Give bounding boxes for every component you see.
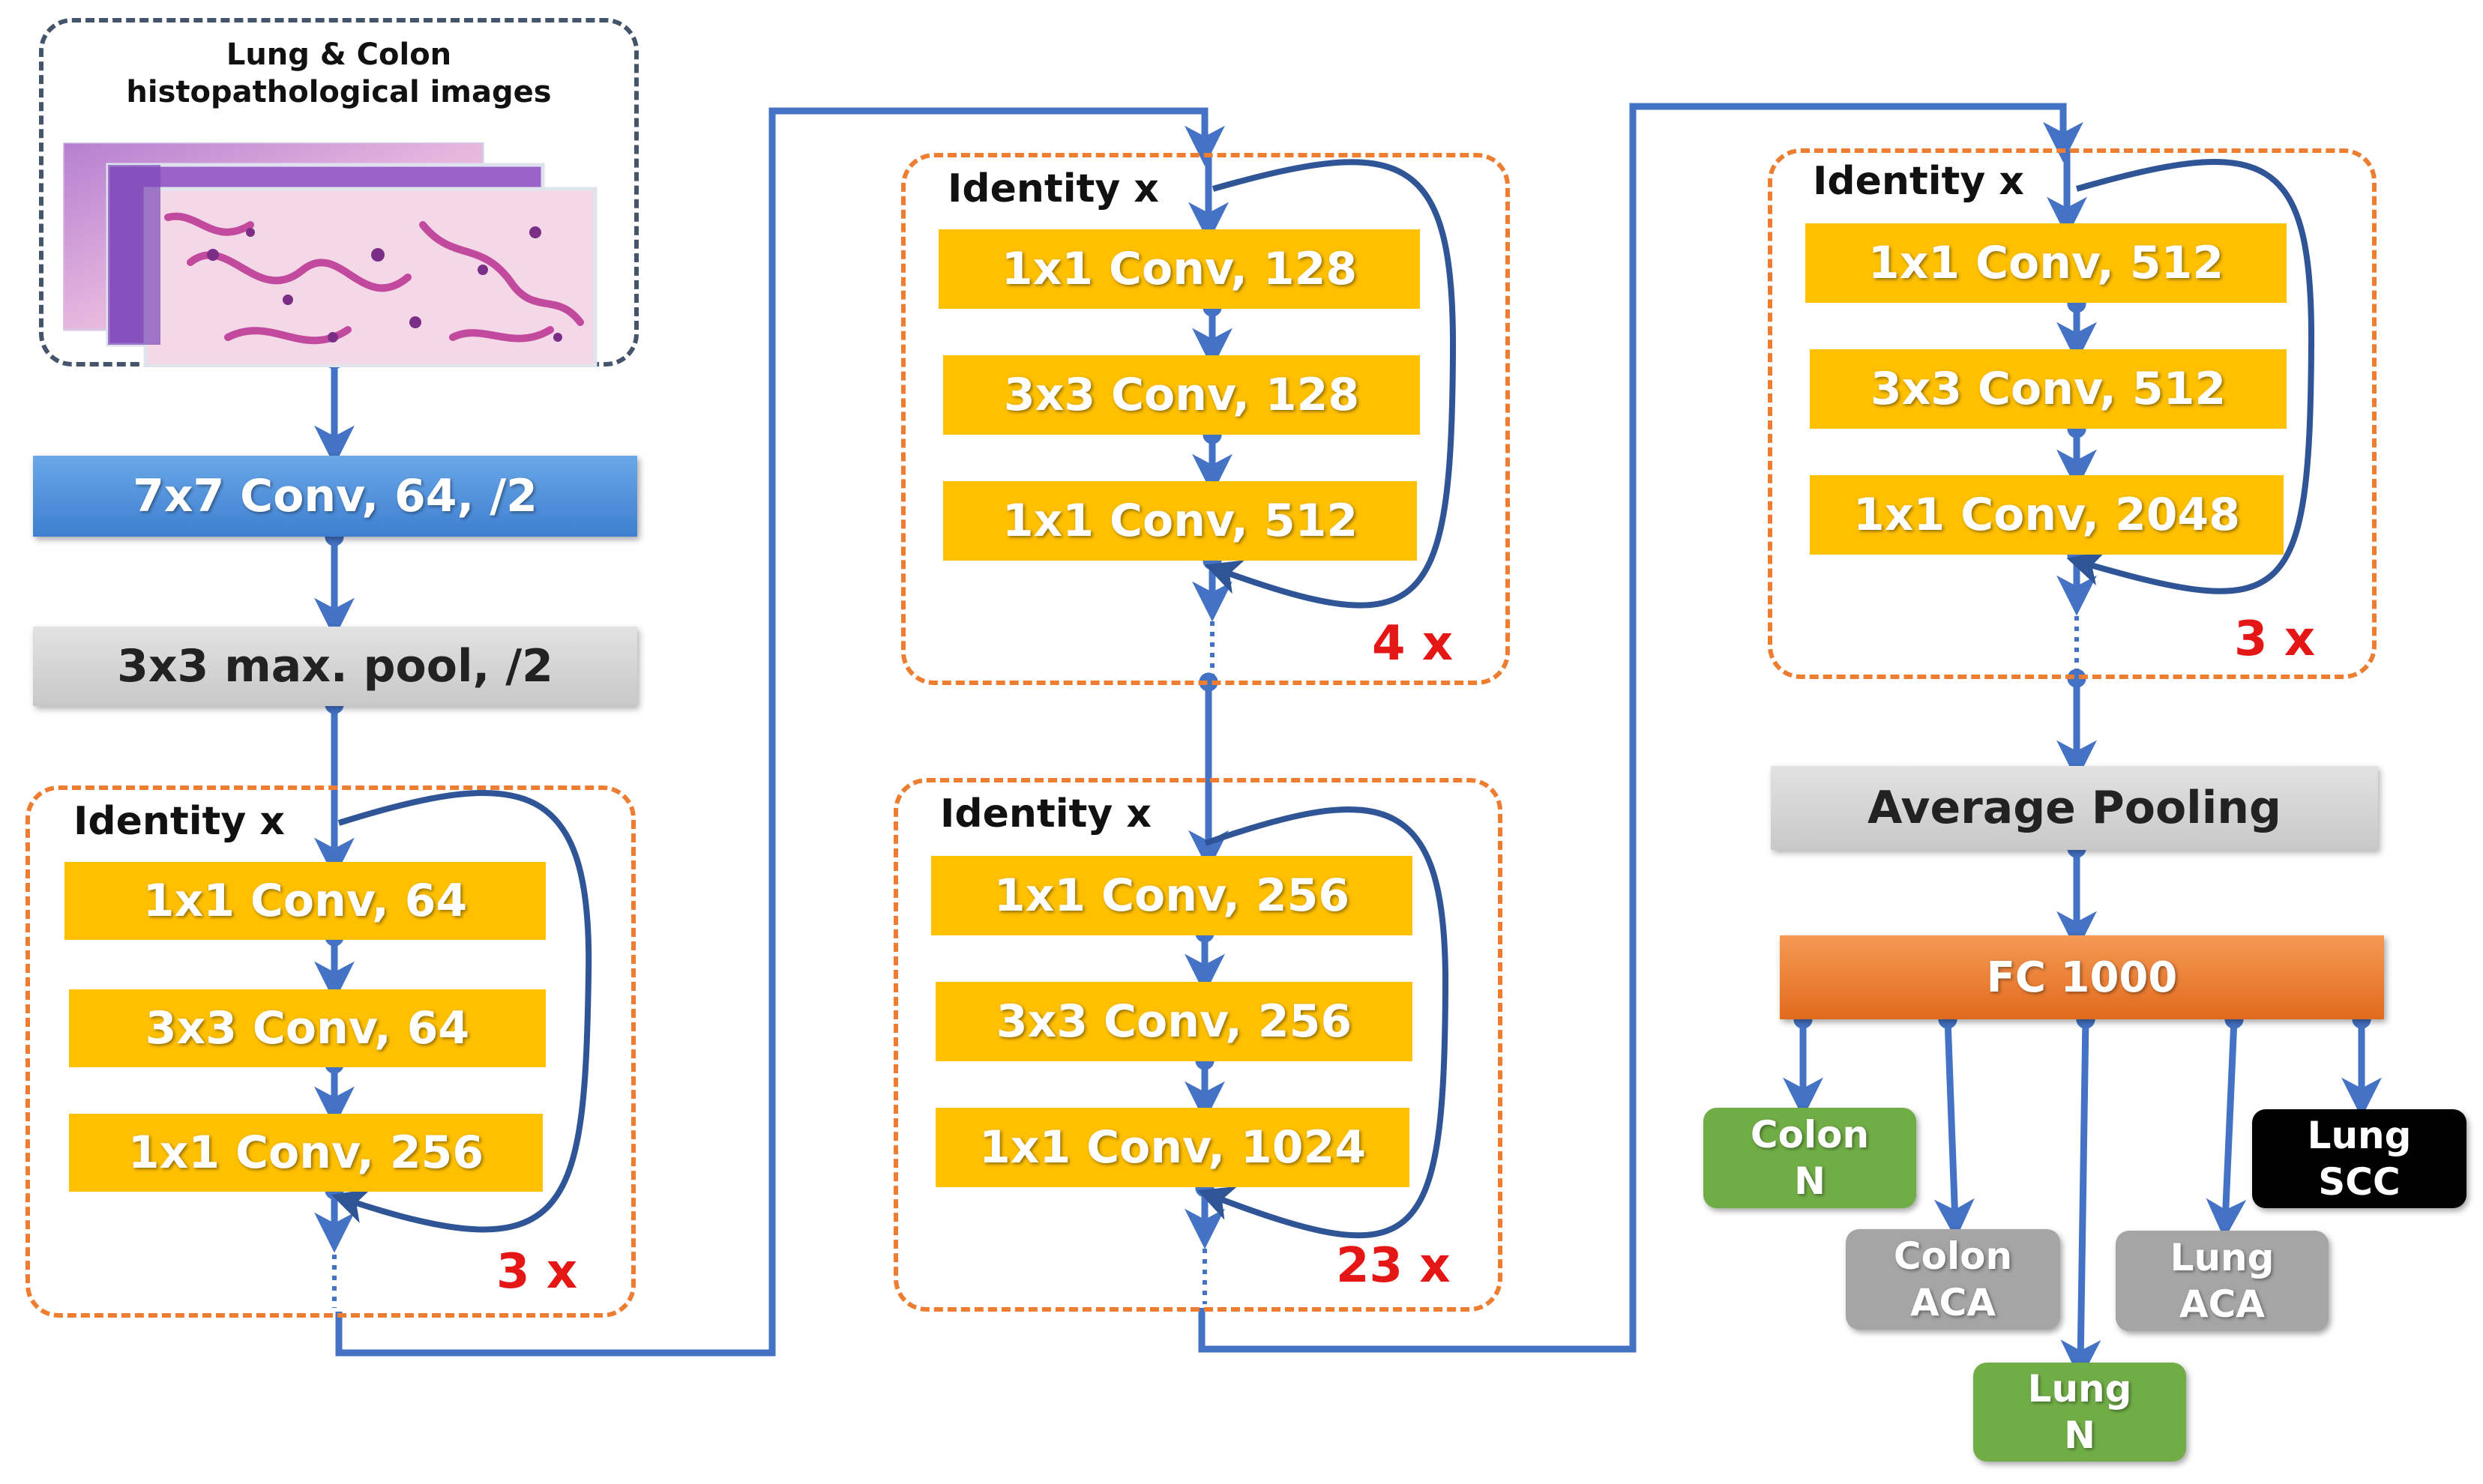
output-colon-n-line1: Colon <box>1750 1113 1870 1156</box>
stage2-layer1: 1x1 Conv, 128 <box>939 229 1420 309</box>
output-lung-scc: Lung SCC <box>2252 1109 2467 1208</box>
input-title: Lung & Colon histopathological images <box>43 36 634 111</box>
skip-loop-stage3 <box>1197 806 1449 1239</box>
stage4-repeat: 3 x <box>2234 612 2316 667</box>
output-colon-n-line2: N <box>1794 1159 1826 1203</box>
maxpool-block: 3x3 max. pool, /2 <box>33 627 637 706</box>
output-lung-aca-line1: Lung <box>2170 1236 2275 1279</box>
stage2-frame <box>901 153 1510 685</box>
conv7x7-block: 7x7 Conv, 64, /2 <box>33 456 637 537</box>
arrow-fc-to-colon-aca <box>1933 1010 1975 1240</box>
output-lung-n-line2: N <box>2064 1414 2095 1457</box>
stage1-repeat: 3 x <box>496 1244 578 1300</box>
stage4-layer1: 1x1 Conv, 512 <box>1805 223 2287 303</box>
stage1-layer2: 3x3 Conv, 64 <box>69 989 546 1067</box>
stage1-identity-label: Identity x <box>73 799 285 844</box>
input-title-line1: Lung & Colon <box>226 37 452 72</box>
output-lung-n: Lung N <box>1973 1363 2186 1462</box>
stage3-frame <box>894 778 1502 1312</box>
stage1-layer1: 1x1 Conv, 64 <box>64 862 546 940</box>
stage4-layer2: 3x3 Conv, 512 <box>1810 349 2287 429</box>
skip-loop-stage1 <box>331 789 592 1233</box>
stage2-repeat: 4 x <box>1372 616 1454 672</box>
output-lung-n-line1: Lung <box>2027 1367 2132 1411</box>
input-images-panel: Lung & Colon histopathological images <box>39 18 639 367</box>
input-title-line2: histopathological images <box>126 75 552 109</box>
arrow-fc-to-lung-aca <box>2206 1010 2247 1240</box>
stage4-layer3: 1x1 Conv, 2048 <box>1810 475 2284 555</box>
skip-loop-stage4 <box>2066 158 2315 594</box>
connector-stage3-to-stage4 <box>1198 103 2083 1353</box>
arrow-fc-to-lung-n <box>2060 1010 2101 1381</box>
stage2-layer2: 3x3 Conv, 128 <box>943 355 1420 435</box>
output-colon-aca-line1: Colon <box>1893 1234 2013 1278</box>
output-lung-scc-line1: Lung <box>2307 1114 2412 1157</box>
output-lung-scc-line2: SCC <box>2318 1160 2401 1204</box>
stage2-identity-label: Identity x <box>948 166 1159 211</box>
skip-loop-stage2 <box>1204 159 1457 609</box>
output-lung-aca-line2: ACA <box>2179 1282 2266 1326</box>
stage1-frame <box>25 785 636 1318</box>
output-colon-n: Colon N <box>1703 1108 1916 1208</box>
average-pooling-block: Average Pooling <box>1771 766 2378 850</box>
stage4-frame <box>1768 148 2377 679</box>
stage3-layer3: 1x1 Conv, 1024 <box>936 1108 1409 1187</box>
stage2-layer3: 1x1 Conv, 512 <box>943 481 1417 561</box>
stage3-layer2: 3x3 Conv, 256 <box>936 982 1412 1061</box>
stage4-identity-label: Identity x <box>1813 159 2024 204</box>
fc-block: FC 1000 <box>1780 935 2384 1019</box>
output-lung-aca: Lung ACA <box>2116 1231 2329 1331</box>
stage3-identity-label: Identity x <box>940 791 1152 836</box>
stage3-repeat: 23 x <box>1336 1238 1451 1294</box>
histopathology-image-stack-icon <box>63 142 598 367</box>
stage1-layer3: 1x1 Conv, 256 <box>69 1114 543 1192</box>
stage3-layer1: 1x1 Conv, 256 <box>931 856 1412 935</box>
connector-stage1-to-stage2 <box>335 107 1225 1357</box>
output-colon-aca-line2: ACA <box>1909 1281 1996 1324</box>
output-colon-aca: Colon ACA <box>1846 1229 2060 1330</box>
